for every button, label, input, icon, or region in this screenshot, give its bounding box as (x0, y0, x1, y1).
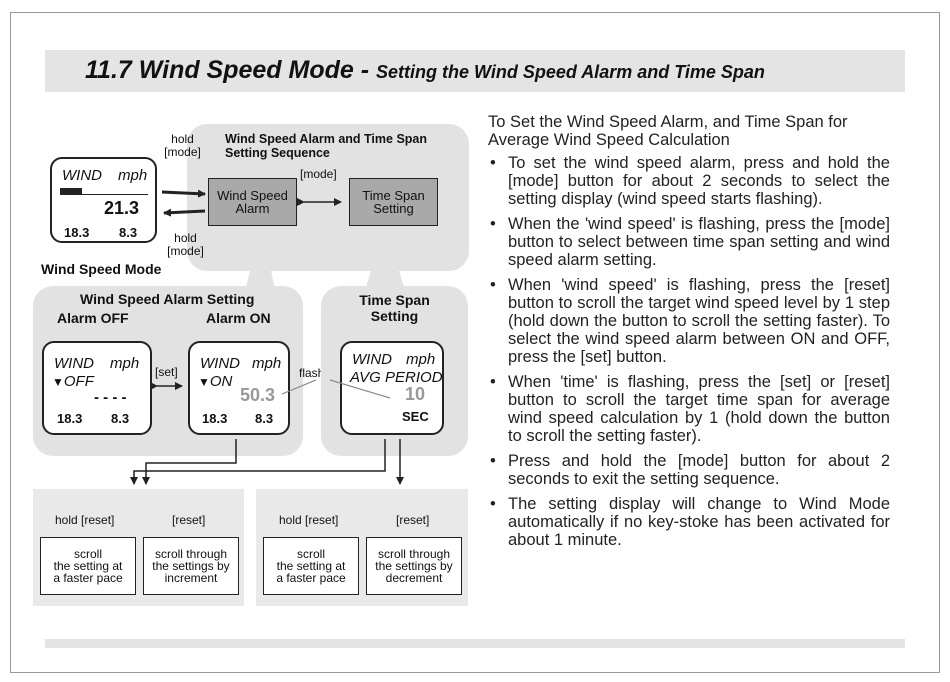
lcd-dashes: - - - - (94, 389, 127, 406)
list-item: •Press and hold the [mode] button for ab… (490, 452, 890, 488)
flash-pointer-left (281, 379, 317, 395)
lcd-left-value: 18.3 (202, 411, 228, 426)
wind-mode-caption: Wind Speed Mode (41, 261, 162, 277)
lcd-avg-period: AVG PERIOD (350, 369, 443, 386)
title-bar (45, 50, 905, 92)
wind-speed-alarm-box: Wind Speed Alarm (208, 178, 297, 226)
lcd-right-value: 8.3 (255, 411, 274, 426)
alarm-off-state: ▼OFF (52, 373, 94, 390)
left-hold-reset: hold [reset] (55, 513, 115, 527)
lcd-period-value: 10 (405, 384, 426, 404)
alarm-off-display: WIND mph ▼OFF - - - - 18.3 8.3 (42, 341, 152, 435)
arrow-to-wind-mode (163, 208, 206, 217)
title-main: 11.7 Wind Speed Mode - (85, 56, 377, 84)
sequence-heading: Wind Speed Alarm and Time Span Setting S… (225, 132, 428, 160)
alarm-connector (142, 439, 237, 485)
arrow-to-alarm (161, 189, 206, 198)
page-frame (10, 12, 940, 673)
bullet-icon: • (490, 215, 496, 233)
alarm-on-label: Alarm ON (206, 310, 271, 326)
lcd-unit-label: mph (252, 355, 282, 372)
footer-bar (45, 639, 905, 648)
lcd-right-value: 8.3 (119, 225, 138, 240)
list-item: •When 'wind speed' is flashing, press th… (490, 276, 890, 366)
right-hold-reset: hold [reset] (279, 513, 339, 527)
list-item: •The setting display will change to Wind… (490, 495, 890, 549)
lcd-wind-label: WIND (62, 167, 102, 184)
bell-icon: ▼ (52, 375, 64, 389)
bullet-icon: • (490, 373, 496, 391)
wind-mode-display: WIND mph 21.3 18.3 8.3 (50, 157, 157, 243)
bell-icon: ▼ (198, 375, 210, 389)
lcd-wind-value: 21.3 (104, 198, 140, 218)
lcd-wind-label: WIND (352, 351, 392, 368)
list-item: •When 'time' is flashing, press the [set… (490, 373, 890, 445)
list-item: •To set the wind speed alarm, press and … (490, 154, 890, 208)
mode-label: [mode] (300, 167, 337, 181)
bullet-icon: • (490, 452, 496, 470)
alarm-setting-heading: Wind Speed Alarm Setting (80, 291, 255, 307)
time-span-setting-box: Time Span Setting (349, 178, 438, 226)
list-item: •When the 'wind speed' is flashing, pres… (490, 215, 890, 269)
flash-pointer-right (329, 379, 391, 399)
alarm-on-state: ▼ON (198, 373, 233, 390)
alarm-off-label: Alarm OFF (57, 310, 129, 326)
lcd-unit-label: mph (110, 355, 140, 372)
alarm-callout (245, 226, 275, 290)
page-title: 11.7 Wind Speed Mode - Setting the Wind … (85, 56, 765, 85)
hold-mode-bottom: hold[mode] (167, 231, 204, 258)
wind-scale-bar (60, 188, 148, 195)
hold-mode-top: hold[mode] (164, 132, 201, 159)
alarm-on-display: WIND mph ▼ON 50.3 18.3 8.3 (188, 341, 290, 435)
time-callout (365, 226, 405, 290)
lcd-unit-label: mph (406, 351, 436, 368)
instructions-intro: To Set the Wind Speed Alarm, and Time Sp… (488, 113, 848, 149)
bullet-icon: • (490, 276, 496, 294)
lcd-sec-label: SEC (402, 409, 429, 424)
lcd-left-value: 18.3 (64, 225, 90, 240)
instructions-list: •To set the wind speed alarm, press and … (488, 154, 890, 549)
lcd-right-value: 8.3 (111, 411, 130, 426)
lcd-wind-label: WIND (54, 355, 94, 372)
set-label: [set] (155, 365, 178, 379)
instructions: To Set the Wind Speed Alarm, and Time Sp… (488, 113, 890, 556)
time-left-connector (130, 439, 386, 485)
bullet-icon: • (490, 154, 496, 172)
lcd-left-value: 18.3 (57, 411, 83, 426)
lcd-alarm-value: 50.3 (240, 385, 276, 405)
title-sub: Setting the Wind Speed Alarm and Time Sp… (376, 62, 765, 82)
lcd-unit-label: mph (118, 167, 148, 184)
flash-label: flash (299, 366, 325, 380)
left-reset: [reset] (172, 513, 206, 527)
lcd-wind-label: WIND (200, 355, 240, 372)
bullet-icon: • (490, 495, 496, 513)
right-reset: [reset] (396, 513, 430, 527)
